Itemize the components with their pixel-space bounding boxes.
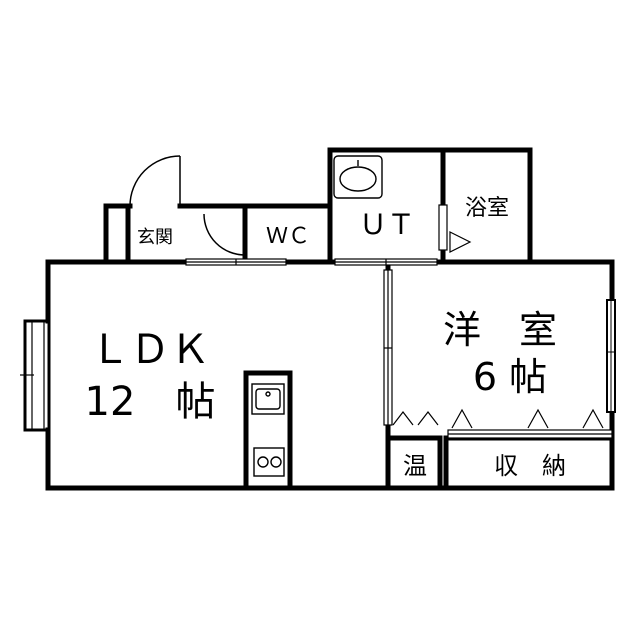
entrance-wall xyxy=(103,203,333,265)
water-heater-label: 温 xyxy=(403,452,427,480)
western-name-label: 洋 室 xyxy=(443,308,557,352)
ldk-name-label: ＬＤＫ xyxy=(90,327,210,373)
ut-label: ＵＴ xyxy=(359,208,415,241)
western-right-window xyxy=(606,299,616,413)
heater-box xyxy=(388,435,443,491)
kitchen-fixtures xyxy=(251,383,285,477)
bath-label: 浴室 xyxy=(465,196,509,221)
ldk-left-window xyxy=(20,319,51,432)
storage-label: 収 納 xyxy=(494,452,566,480)
kitchen-counter xyxy=(243,370,293,491)
western-size-label: 6 帖 xyxy=(473,355,547,399)
ut-wall xyxy=(327,147,446,265)
wc-label: ＷＣ xyxy=(266,224,310,249)
genkan-label: 玄関 xyxy=(137,227,173,248)
wash-basin xyxy=(333,155,383,199)
sliding-doors xyxy=(185,204,613,439)
swing-doors xyxy=(129,155,604,429)
ldk-wall-outer xyxy=(45,259,392,491)
ldk-size-label: 12 帖 xyxy=(85,379,216,425)
